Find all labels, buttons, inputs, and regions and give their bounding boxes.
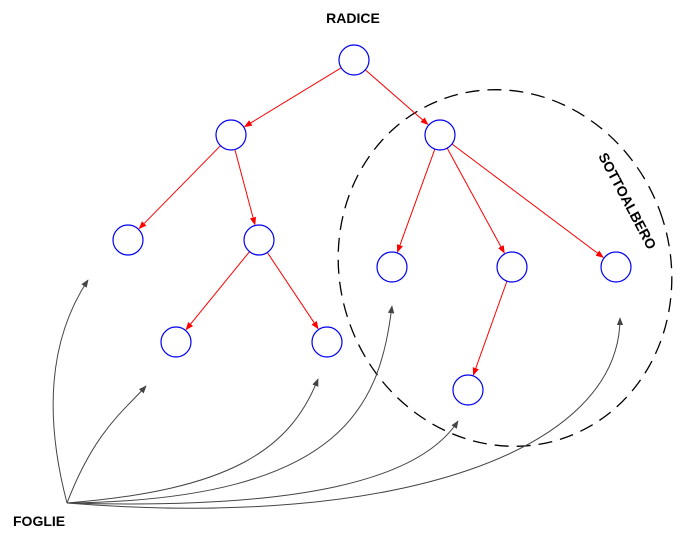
leaves-label: FOGLIE [13,513,65,529]
edge-n1-n3 [138,145,221,230]
leaf-pointer-n10 [66,420,459,505]
tree-node-n3 [112,224,144,256]
leaf-pointer-n7 [66,305,395,504]
leaf-pointers [52,279,624,509]
tree-node-n8 [496,251,528,283]
tree-node-n4 [243,224,275,256]
tree-node-n6 [311,326,343,358]
subtree-outline [337,89,673,447]
edge-n8-n10 [472,280,508,376]
edge-n4-n5 [185,251,250,331]
subtree-label: SOTTOALBERO [595,150,659,252]
leaf-pointer-n5 [66,385,147,504]
tree-node-n5 [160,326,192,358]
tree-node-n7 [376,251,408,283]
edge-n4-n6 [266,252,319,330]
tree-node-n0 [338,44,370,76]
edge-n0-n1 [243,67,342,128]
tree-node-n2 [424,119,456,151]
leaf-pointer-n6 [66,378,319,504]
root-label: RADICE [326,10,380,26]
leaf-pointer-n9 [66,317,624,509]
edge-n2-n8 [446,147,505,254]
tree-node-n1 [215,119,247,151]
tree-node-n10 [452,374,484,406]
edge-n2-n9 [451,143,604,258]
edge-n0-n2 [364,69,429,126]
tree-nodes [112,44,632,406]
tree-node-n9 [600,251,632,283]
tree-edges [138,67,604,376]
edge-n2-n7 [396,148,436,253]
edge-n1-n4 [234,149,257,226]
leaf-pointer-n3 [52,279,89,504]
